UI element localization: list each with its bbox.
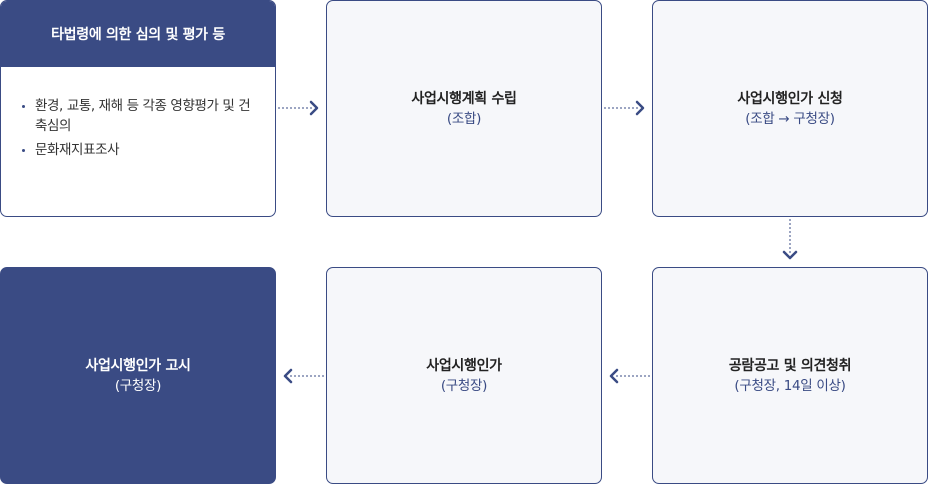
- first-step-list: 환경, 교통, 재해 등 각종 영향평가 및 건축심의 문화재지표조사: [1, 67, 275, 160]
- step-subtitle: (구청장, 14일 이상): [734, 377, 846, 394]
- step-plan-box: 사업시행계획 수립 (조합): [326, 0, 602, 217]
- step-subtitle: (조합 → 구청장): [745, 110, 835, 127]
- step-subtitle: (조합): [446, 110, 482, 127]
- step-title: 사업시행인가 고시: [85, 357, 191, 374]
- step-subtitle: (구청장): [114, 377, 162, 394]
- list-item: 문화재지표조사: [22, 140, 259, 160]
- first-step-box: 타법령에 의한 심의 및 평가 등 환경, 교통, 재해 등 각종 영향평가 및…: [0, 0, 276, 217]
- arrow-right-icon: [309, 100, 319, 116]
- step-announcement-box: 사업시행인가 고시 (구청장): [0, 267, 276, 484]
- step-public-notice-box: 공람공고 및 의견청취 (구청장, 14일 이상): [652, 267, 928, 484]
- arrow-left-icon: [283, 368, 293, 384]
- step-title: 사업시행계획 수립: [411, 90, 517, 107]
- first-step-header: 타법령에 의한 심의 및 평가 등: [1, 1, 275, 67]
- step-title: 사업시행인가: [426, 357, 502, 374]
- list-item: 환경, 교통, 재해 등 각종 영향평가 및 건축심의: [22, 96, 259, 136]
- step-title: 공람공고 및 의견청취: [728, 357, 852, 374]
- step-approval-box: 사업시행인가 (구청장): [326, 267, 602, 484]
- step-subtitle: (구청장): [440, 377, 488, 394]
- step-title: 사업시행인가 신청: [737, 90, 843, 107]
- arrow-down-icon: [782, 250, 798, 260]
- arrow-right-icon: [635, 100, 645, 116]
- arrow-left-icon: [609, 368, 619, 384]
- step-application-box: 사업시행인가 신청 (조합 → 구청장): [652, 0, 928, 217]
